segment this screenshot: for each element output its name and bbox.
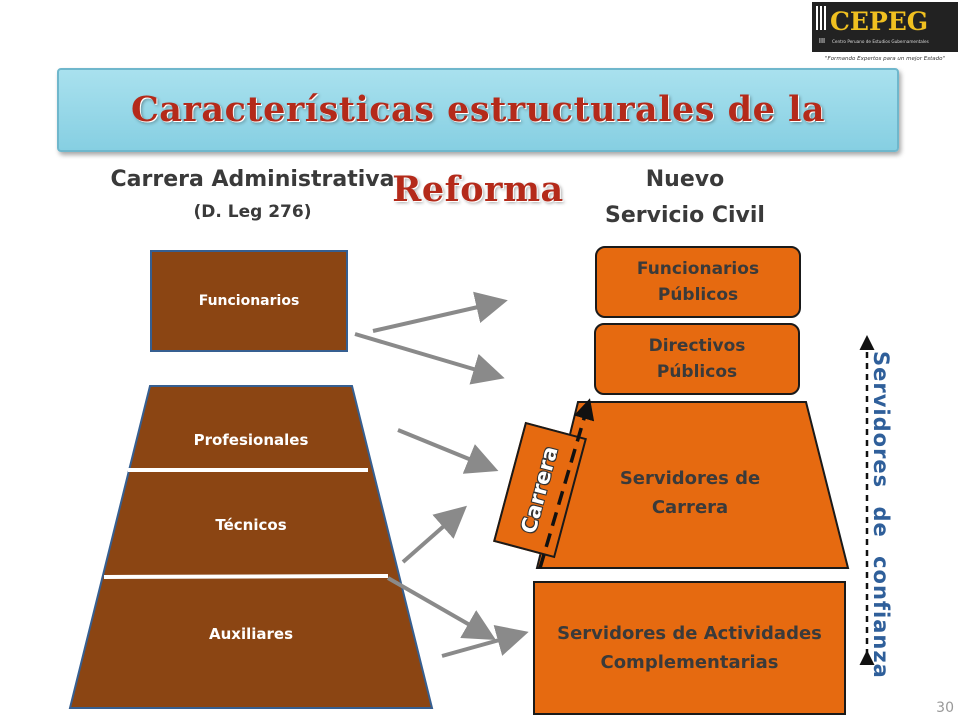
left-subheading: (D. Leg 276)	[193, 202, 312, 222]
arrow-profesionales-to-carrera	[397, 428, 499, 474]
servidores-confianza-text: Servidores de confianza	[869, 351, 893, 679]
arrow-funcionarios-to-directivos	[354, 332, 505, 385]
logo-name: CEPEG	[830, 7, 928, 36]
arrow-tecnicos-to-actividades	[387, 576, 496, 640]
actividades-complementarias-box: Servidores de Actividades Complementaria…	[533, 581, 846, 715]
servidores-confianza-label: Servidores de confianza	[861, 351, 901, 679]
dashed-arrow-carrera	[538, 398, 595, 569]
directivos-publicos-line2: Públicos	[656, 362, 738, 382]
arrow-funcionarios-to-funcionarios-publicos	[372, 291, 508, 333]
page-title: Características estructurales de la Refo…	[130, 89, 826, 210]
actividades-line2: Complementarias	[600, 652, 779, 673]
servidores-carrera-line2: Carrera	[651, 497, 729, 518]
servidores-carrera-label: Servidores de Carrera	[570, 464, 810, 522]
directivos-publicos-box: Directivos Públicos	[594, 323, 800, 395]
funcionarios-box: Funcionarios	[150, 250, 348, 352]
funcionarios-label: Funcionarios	[198, 293, 300, 309]
pyramid-label-auxiliares: Auxiliares	[208, 625, 293, 643]
cepeg-logo: III CEPEG Centro Peruano de Estudios Gub…	[812, 2, 958, 64]
pyramid-label-profesionales: Profesionales	[193, 431, 309, 449]
logo-slogan: "Formando Expertos para un mejor Estado"	[825, 56, 945, 62]
funcionarios-publicos-line1: Funcionarios	[636, 259, 760, 279]
left-heading: Carrera Administrativa	[110, 167, 395, 192]
pyramid-divider-2	[103, 574, 389, 579]
arrow-tecnicos-to-carrera	[401, 505, 468, 564]
servidores-carrera-line1: Servidores de	[619, 468, 761, 489]
funcionarios-publicos-box: Funcionarios Públicos	[595, 246, 801, 318]
page-number: 30	[936, 700, 954, 716]
pyramid-label-tecnicos: Técnicos	[215, 516, 287, 534]
funcionarios-publicos-line2: Públicos	[657, 285, 739, 305]
title-banner: Características estructurales de la Refo…	[57, 68, 899, 210]
actividades-line1: Servidores de Actividades	[557, 623, 822, 644]
directivos-publicos-line1: Directivos	[648, 336, 746, 356]
logo-prefix: III	[819, 37, 825, 45]
logo-subtitle: Centro Peruano de Estudios Gubernamental…	[832, 39, 929, 44]
right-heading-line1: Nuevo	[645, 167, 725, 192]
arrow-auxiliares-to-actividades	[441, 625, 529, 658]
right-heading-line2: Servicio Civil	[605, 203, 765, 228]
